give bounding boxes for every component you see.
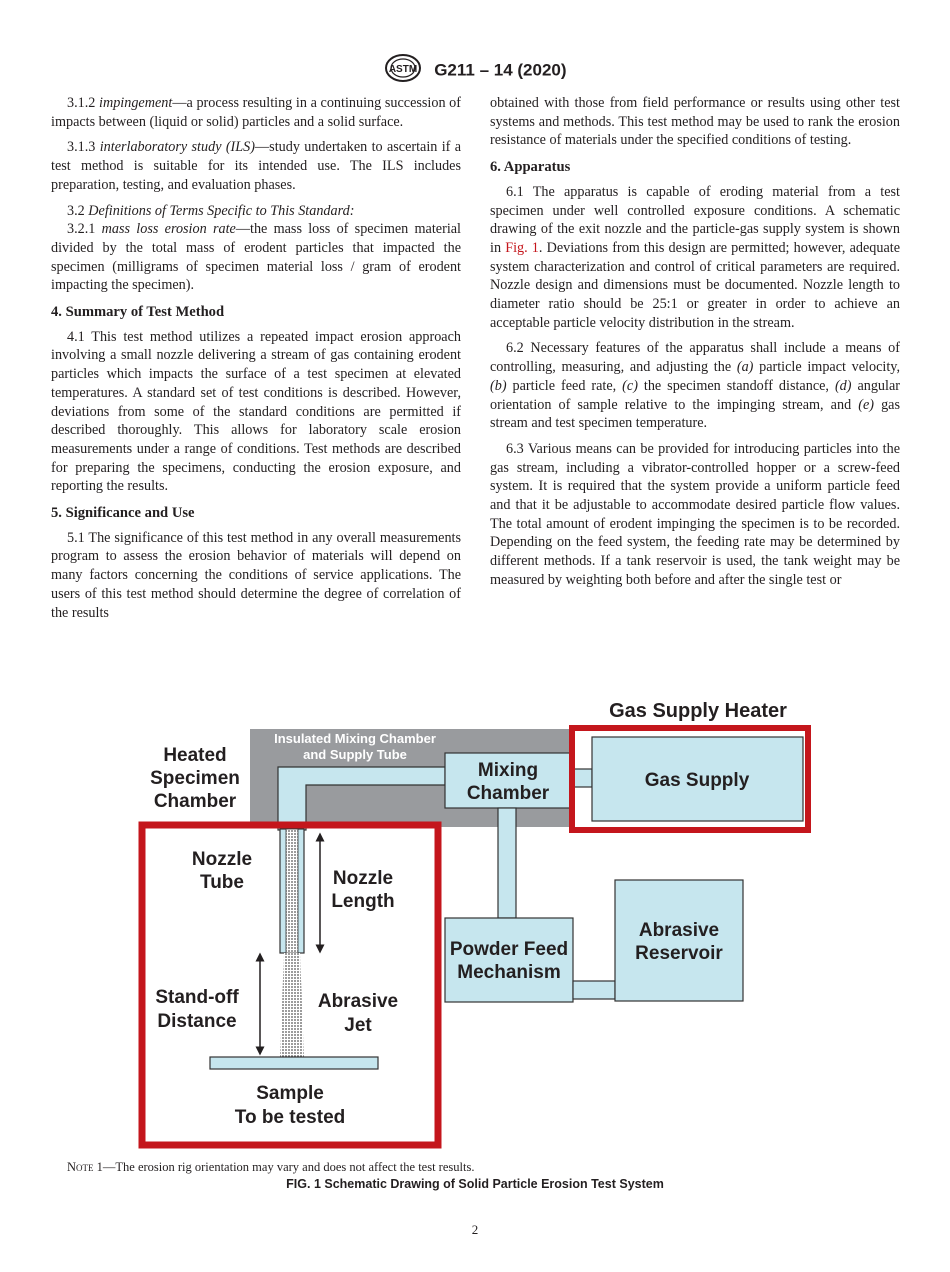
section-6-heading: 6. Apparatus bbox=[490, 159, 571, 176]
standard-designation: G211 – 14 (2020) bbox=[434, 60, 567, 80]
insulated-label-2: and Supply Tube bbox=[303, 747, 407, 762]
erosion-system-schematic: Insulated Mixing Chamber and Supply Tube… bbox=[138, 700, 811, 1149]
mixing-label-1: Mixing bbox=[478, 760, 538, 781]
astm-logo: ASTM bbox=[383, 53, 423, 88]
abrasive-reservoir-box bbox=[614, 879, 744, 1002]
section-5-heading: 5. Significance and Use bbox=[51, 505, 195, 522]
mixing-chamber-box bbox=[444, 752, 571, 809]
paragraph-3-1-2: 3.1.2 impingement—a process resulting in… bbox=[51, 95, 461, 130]
nozzle-bore bbox=[285, 828, 299, 954]
paragraph-6-1: 6.1 The apparatus is capable of eroding … bbox=[490, 183, 901, 331]
fig-1-link[interactable]: Fig. 1 bbox=[505, 239, 539, 256]
abrasive-jet bbox=[280, 953, 304, 1057]
paragraph-3-2-1: 3.2.1 mass loss erosion rate—the mass lo… bbox=[51, 221, 461, 294]
powder-label-1: Powder Feed bbox=[450, 939, 568, 960]
page-number: 2 bbox=[471, 1222, 479, 1237]
reservoir-connector bbox=[572, 980, 616, 1000]
nozzle-tube-label-1: Nozzle bbox=[192, 849, 252, 870]
heated-label-3: Chamber bbox=[154, 791, 237, 812]
standoff-label-2: Distance bbox=[157, 1011, 236, 1032]
feed-pipe bbox=[497, 807, 517, 919]
reservoir-label-1: Abrasive bbox=[639, 920, 719, 941]
abrasive-jet-label-2: Jet bbox=[344, 1015, 372, 1036]
sample-plate bbox=[209, 1056, 379, 1070]
heated-chamber-box bbox=[138, 821, 442, 1149]
gas-supply-box bbox=[591, 736, 804, 822]
paragraph-3-1-3: 3.1.3 interlaboratory study (ILS)—study … bbox=[51, 139, 462, 193]
heated-label-2: Specimen bbox=[150, 768, 240, 789]
nozzle-length-label-2: Length bbox=[331, 891, 394, 912]
nozzle-tube-label-2: Tube bbox=[200, 872, 244, 893]
sample-label-1: Sample bbox=[256, 1083, 324, 1104]
left-column: 3.1.2 impingement—a process resulting in… bbox=[51, 94, 461, 629]
insulated-label-1: Insulated Mixing Chamber bbox=[274, 731, 436, 746]
powder-feed-box bbox=[444, 917, 574, 1003]
page-header: ASTM G211 – 14 (2020) bbox=[0, 53, 950, 88]
figure-caption: FIG. 1 Schematic Drawing of Solid Partic… bbox=[286, 1177, 664, 1191]
paragraph-3-2: 3.2 Definitions of Terms Specific to Thi… bbox=[67, 202, 355, 219]
abrasive-jet-label-1: Abrasive bbox=[318, 991, 398, 1012]
paragraph-4-1: 4.1 This test method utilizes a repeated… bbox=[51, 328, 461, 495]
figure-note: Note 1—The erosion rig orientation may v… bbox=[67, 1160, 475, 1174]
nozzle-length-label-1: Nozzle bbox=[333, 868, 393, 889]
reservoir-label-2: Reservoir bbox=[635, 943, 723, 964]
svg-text:ASTM: ASTM bbox=[389, 64, 417, 75]
paragraph-6-2: 6.2 Necessary features of the apparatus … bbox=[490, 340, 900, 432]
gas-supply-label: Gas Supply bbox=[645, 770, 750, 791]
paragraph-5-1: 5.1 The significance of this test method… bbox=[51, 529, 461, 621]
gas-heater-label: Gas Supply Heater bbox=[609, 700, 787, 722]
paragraph-5-1-continued: obtained with those from field performan… bbox=[490, 95, 900, 149]
section-4-heading: 4. Summary of Test Method bbox=[51, 304, 225, 321]
powder-label-2: Mechanism bbox=[457, 962, 560, 983]
sample-label-2: To be tested bbox=[235, 1107, 346, 1128]
mixing-label-2: Chamber bbox=[467, 783, 550, 804]
heated-label-1: Heated bbox=[163, 745, 226, 766]
right-column: obtained with those from field performan… bbox=[490, 94, 900, 597]
gas-heater-box bbox=[569, 725, 811, 833]
paragraph-6-3: 6.3 Various means can be provided for in… bbox=[490, 440, 900, 588]
standoff-label-1: Stand-off bbox=[155, 987, 239, 1008]
